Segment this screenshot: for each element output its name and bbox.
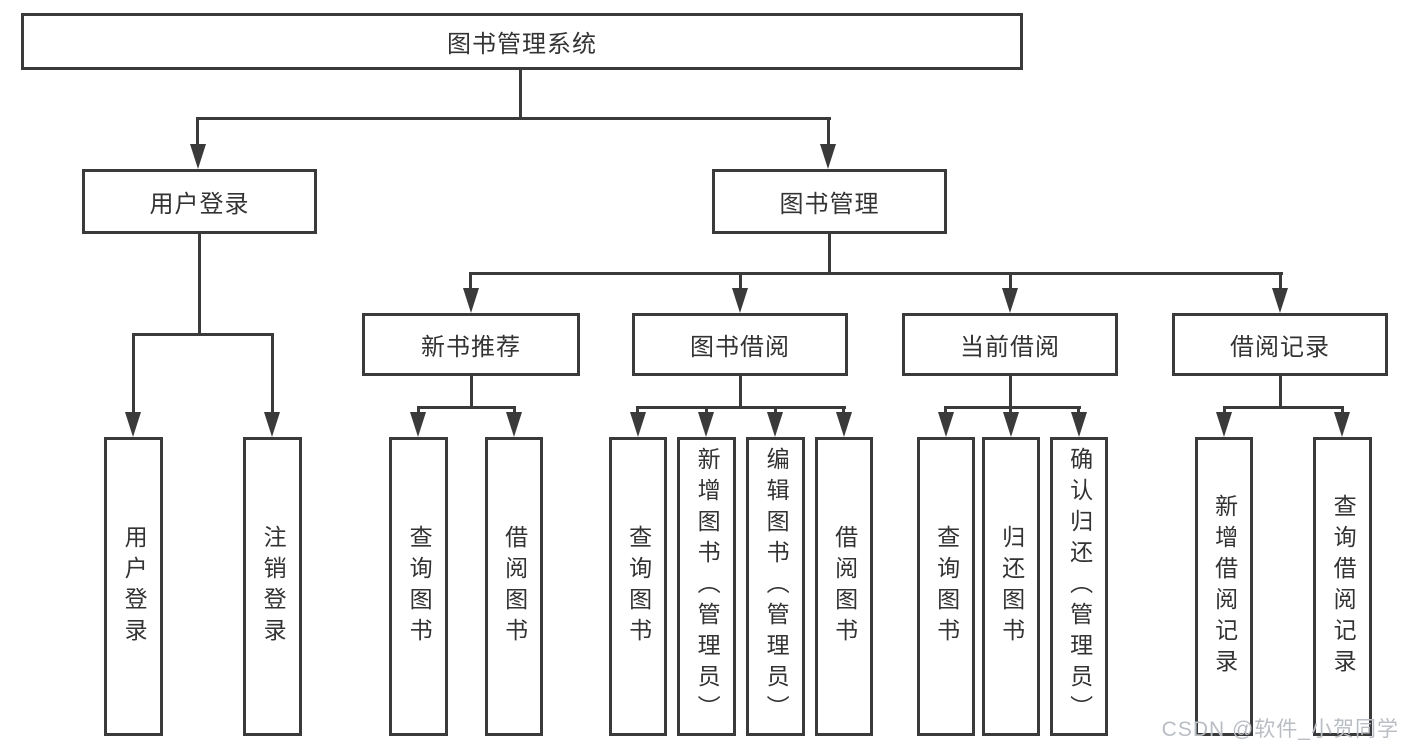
leaf-label: 新增图书（管理员）	[694, 447, 721, 726]
arrow-down-icon	[264, 412, 280, 437]
leaf-label: 用户登录	[121, 524, 148, 649]
arrow-down-icon	[1002, 288, 1018, 313]
connector-line	[944, 406, 947, 415]
leaf-query-books-recommend: 查询图书	[389, 437, 448, 736]
connector-line	[198, 234, 201, 336]
connector-line	[196, 117, 199, 147]
leaf-logout: 注销登录	[243, 437, 302, 736]
leaf-label: 查询图书	[625, 524, 652, 649]
node-label: 图书管理系统	[447, 31, 597, 58]
arrow-down-icon	[1071, 412, 1087, 437]
node-book-borrow: 图书借阅	[632, 313, 848, 376]
connector-line	[1341, 406, 1344, 415]
leaf-label: 确认归还（管理员）	[1066, 447, 1093, 726]
leaf-label: 查询借阅记录	[1330, 493, 1357, 680]
node-label: 当前借阅	[960, 334, 1060, 361]
leaf-add-books-admin: 新增图书（管理员）	[677, 437, 736, 736]
connector-line	[705, 406, 708, 415]
connector-line	[827, 117, 830, 147]
arrow-down-icon	[698, 412, 714, 437]
leaf-confirm-return-admin: 确认归还（管理员）	[1050, 437, 1108, 736]
node-new-book-recommend: 新书推荐	[362, 313, 580, 376]
leaf-label: 归还图书	[998, 524, 1025, 649]
connector-line	[132, 333, 135, 413]
connector-line	[739, 376, 742, 409]
arrow-down-icon	[463, 288, 479, 313]
leaf-query-borrow-record: 查询借阅记录	[1313, 437, 1372, 736]
connector-line	[828, 234, 831, 275]
connector-line	[417, 406, 420, 415]
leaf-query-books-borrow: 查询图书	[609, 437, 667, 736]
connector-line	[1009, 406, 1012, 415]
connector-line	[774, 406, 777, 415]
arrow-down-icon	[1216, 412, 1232, 437]
arrow-down-icon	[190, 144, 206, 169]
connector-line	[944, 406, 1081, 409]
leaf-label: 借阅图书	[831, 524, 858, 649]
arrow-down-icon	[767, 412, 783, 437]
connector-line	[519, 70, 522, 118]
connector-line	[1223, 406, 1344, 409]
node-user-login: 用户登录	[82, 169, 317, 234]
connector-line	[1077, 406, 1080, 415]
leaf-label: 编辑图书（管理员）	[763, 447, 790, 726]
arrow-down-icon	[732, 288, 748, 313]
arrow-down-icon	[506, 412, 522, 437]
arrow-down-icon	[836, 412, 852, 437]
leaf-label: 查询图书	[933, 524, 960, 649]
connector-line	[469, 272, 1283, 275]
connector-line	[1279, 272, 1282, 292]
node-book-management: 图书管理	[712, 169, 947, 234]
connector-line	[636, 406, 846, 409]
connector-line	[271, 333, 274, 413]
leaf-label: 注销登录	[260, 524, 287, 649]
connector-line	[739, 272, 742, 292]
node-current-borrow: 当前借阅	[902, 313, 1118, 376]
connector-line	[1279, 376, 1282, 409]
arrow-down-icon	[820, 144, 836, 169]
arrow-down-icon	[1003, 412, 1019, 437]
arrow-down-icon	[1272, 288, 1288, 313]
arrow-down-icon	[1334, 412, 1350, 437]
arrow-down-icon	[125, 412, 141, 437]
leaf-add-borrow-record: 新增借阅记录	[1195, 437, 1253, 736]
node-label: 借阅记录	[1230, 334, 1330, 361]
node-library-system: 图书管理系统	[21, 13, 1023, 70]
connector-line	[470, 376, 473, 409]
node-label: 图书借阅	[690, 334, 790, 361]
connector-line	[1223, 406, 1226, 415]
node-label: 用户登录	[149, 191, 250, 218]
node-label: 新书推荐	[421, 334, 521, 361]
leaf-query-books-current: 查询图书	[917, 437, 975, 736]
connector-line	[1009, 376, 1012, 409]
arrow-down-icon	[938, 412, 954, 437]
arrow-down-icon	[410, 412, 426, 437]
connector-line	[842, 406, 845, 415]
connector-line	[196, 117, 831, 120]
leaf-borrow-books: 借阅图书	[815, 437, 873, 736]
connector-line	[417, 406, 516, 409]
node-borrow-records: 借阅记录	[1172, 313, 1388, 376]
connector-line	[636, 406, 639, 415]
connector-line	[469, 272, 472, 292]
connector-line	[132, 333, 274, 336]
arrow-down-icon	[630, 412, 646, 437]
leaf-borrow-books-recommend: 借阅图书	[485, 437, 543, 736]
leaf-user-login: 用户登录	[104, 437, 163, 736]
leaf-edit-books-admin: 编辑图书（管理员）	[746, 437, 805, 736]
leaf-return-books: 归还图书	[982, 437, 1040, 736]
leaf-label: 借阅图书	[501, 524, 528, 649]
connector-line	[1009, 272, 1012, 292]
leaf-label: 查询图书	[406, 524, 433, 649]
node-label: 图书管理	[779, 191, 880, 218]
csdn-watermark: CSDN @软件_小贺同学	[1161, 718, 1399, 741]
leaf-label: 新增借阅记录	[1211, 493, 1238, 680]
connector-line	[513, 406, 516, 415]
